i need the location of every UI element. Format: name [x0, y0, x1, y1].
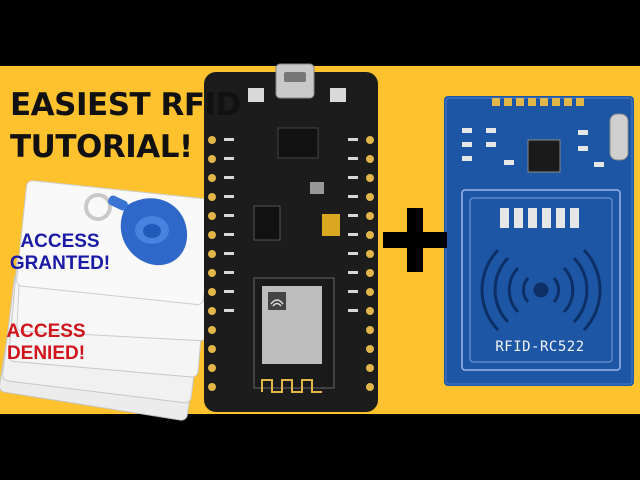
- smd-components: [462, 128, 604, 228]
- silkscreen-marks: [224, 138, 358, 312]
- reset-switch: [310, 182, 324, 194]
- left-pin-header: [208, 136, 216, 391]
- capacitor: [322, 214, 340, 236]
- denied-line-2: DENIED!: [6, 343, 86, 364]
- rfid-module-label: RFID-RC522: [495, 339, 585, 355]
- headline-line-2: TUTORIAL!: [10, 129, 193, 165]
- headline-line-1: EASIEST RFID: [10, 87, 241, 123]
- plus-icon: [383, 208, 447, 272]
- rfid-rc522-board: [444, 96, 634, 386]
- flash-button: [248, 88, 264, 102]
- right-pin-header: [366, 136, 374, 391]
- usb-serial-chip: [277, 127, 319, 159]
- rf-waves: [480, 248, 602, 332]
- access-denied-label: ACCESS DENIED!: [6, 321, 86, 365]
- denied-line-1: ACCESS: [6, 321, 86, 342]
- rst-button: [330, 88, 346, 102]
- keyfob-icon: [84, 193, 188, 266]
- antenna-trace: [261, 379, 322, 393]
- regulator-chip: [253, 205, 281, 241]
- mfrc522-chip: [527, 139, 561, 173]
- crystal-oscillator: [609, 113, 629, 161]
- plus-icon-bar-vertical: [407, 208, 423, 272]
- antenna-coil-icon: [461, 189, 621, 371]
- access-granted-label: ACCESS GRANTED!: [6, 231, 114, 275]
- wifi-icon: [268, 292, 286, 310]
- rfid-pin-header: [492, 98, 584, 106]
- granted-line-2: GRANTED!: [9, 253, 111, 274]
- granted-line-1: ACCESS: [20, 231, 100, 252]
- headline: EASIEST RFID TUTORIAL!: [10, 84, 241, 168]
- nodemcu-board: [204, 63, 378, 412]
